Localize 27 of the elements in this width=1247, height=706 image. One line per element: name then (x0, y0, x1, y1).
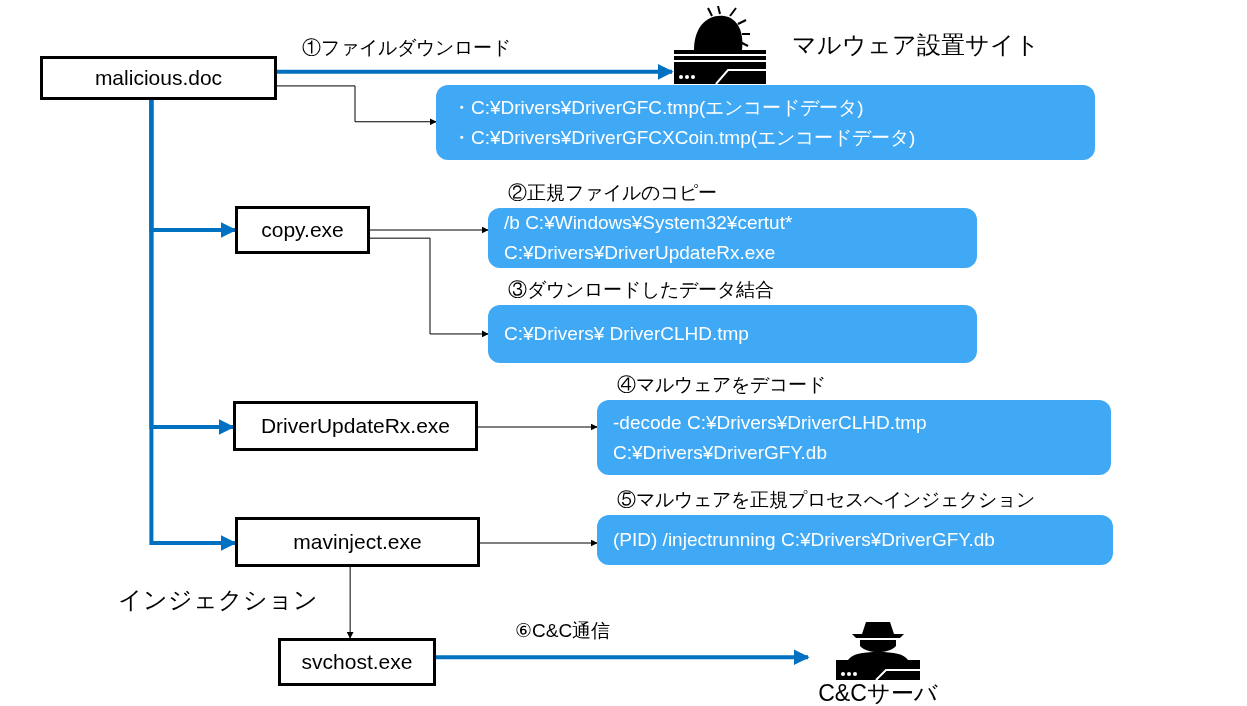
step-heading: ⑤マルウェアを正規プロセスへインジェクション (617, 488, 1036, 512)
process-box: svchost.exe (278, 638, 436, 686)
process-box: DriverUpdateRx.exe (233, 401, 478, 451)
command-text: -decode C:¥Drivers¥DriverCLHD.tmp C:¥Drivers¥DriverGFY.db (613, 410, 928, 465)
command-text: C:¥Drivers¥ DriverCLHD.tmp (504, 322, 750, 346)
arrow (369, 226, 489, 234)
step-heading: ③ダウンロードしたデータ結合 (508, 278, 775, 302)
site-label: マルウェア設置サイト (792, 30, 1040, 60)
process-box: mavinject.exe (235, 517, 480, 567)
step-heading: ④マルウェアをデコード (617, 373, 827, 397)
command-text: /b C:¥Windows¥System32¥certut* C:¥Drivers¥DriverUpdateRx.exe (504, 211, 794, 265)
command-text: (PID) /injectrunning C:¥Drivers¥DriverGFY.db (613, 528, 996, 552)
step-heading: ②正規ファイルのコピー (508, 181, 718, 205)
file-path-text: ・C:¥Drivers¥DriverGFCXCoin.tmp(エンコードデータ) (452, 125, 917, 150)
arrow (149, 100, 237, 551)
process-box: malicious.doc (40, 56, 277, 100)
arrow (477, 423, 598, 431)
arrow (277, 63, 674, 80)
arrow (346, 566, 354, 639)
process-box: copy.exe (235, 206, 370, 254)
arrow (276, 85, 437, 126)
arrow (369, 237, 489, 338)
arrow (479, 539, 598, 547)
arrow (436, 649, 810, 666)
file-path-text: ・C:¥Drivers¥DriverGFC.tmp(エンコードデータ) (452, 95, 865, 120)
file-list-box (436, 85, 1095, 160)
server-label: C&Cサーバ (818, 680, 938, 706)
